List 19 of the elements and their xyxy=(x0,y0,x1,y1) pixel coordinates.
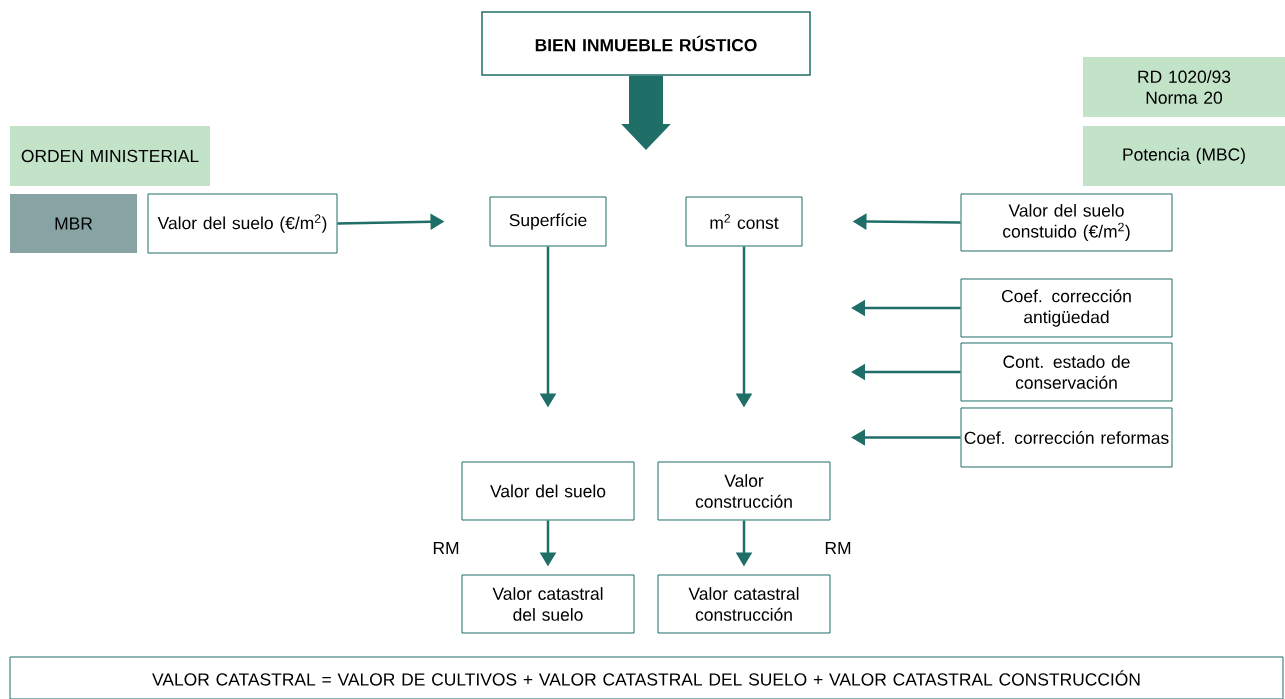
process-box: Valor del suelo (€/m$^{2}$) xyxy=(147,193,338,254)
process-box: Valor catastral del suelo xyxy=(461,574,635,634)
process-box: Valor del suelo constuido (€/m$^{2}$) xyxy=(960,193,1173,252)
category-box: MBR xyxy=(10,194,137,253)
reference-box: Potencia (MBC) xyxy=(1083,126,1285,186)
rate-label: RM xyxy=(825,542,851,554)
process-box: Cont. estado de conservación xyxy=(960,342,1173,402)
process-box: Valor del suelo xyxy=(461,461,635,521)
process-box: Valor construcción xyxy=(657,461,831,521)
process-box: Valor catastral construcción xyxy=(657,574,831,634)
process-box: Coef. corrección reformas xyxy=(960,407,1173,468)
process-box: m$^{2}$ const xyxy=(685,196,803,247)
process-box: VALOR CATASTRAL = VALOR DE CULTIVOS + VALOR CATASTRAL DEL SUELO + VALOR CATASTRAL CONSTRUCCIÓN xyxy=(9,656,1284,699)
reference-box: RD 1020/93 Norma 20 xyxy=(1083,57,1285,117)
process-box: Coef. corrección antigüedad xyxy=(960,278,1173,338)
reference-box: ORDEN MINISTERIAL xyxy=(10,126,210,186)
rate-label: RM xyxy=(433,542,459,554)
title-box: BIEN INMUEBLE RÚSTICO xyxy=(481,11,811,76)
process-box: Superfície xyxy=(489,196,607,247)
